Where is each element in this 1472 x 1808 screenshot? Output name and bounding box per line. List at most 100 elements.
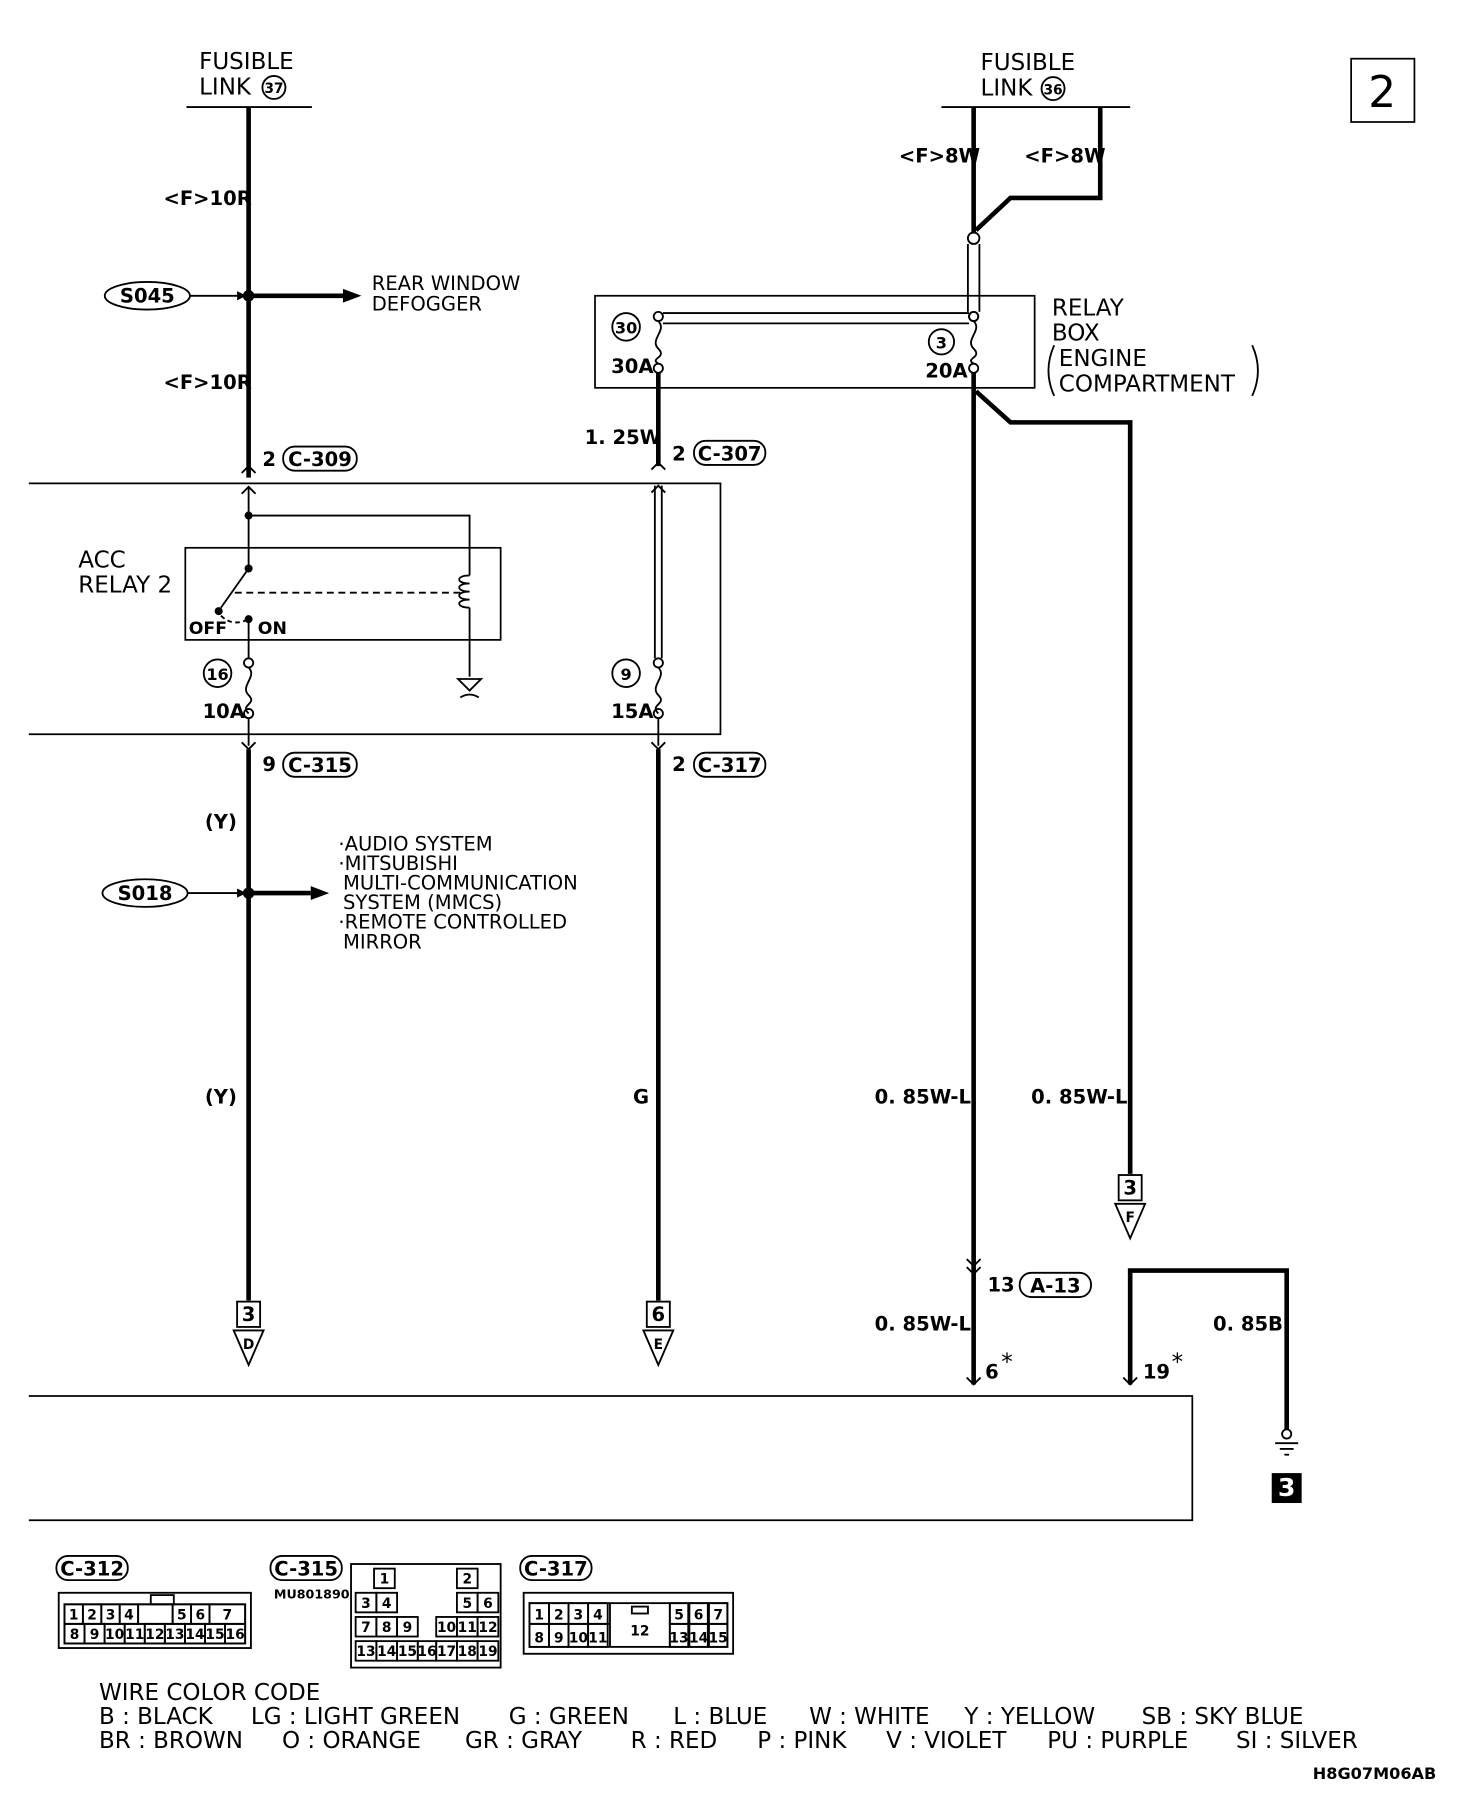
color-code-gr: GR : GRAY bbox=[465, 1728, 583, 1754]
fusible-link-37: FUSIBLE LINK 37 bbox=[186, 49, 312, 108]
c315-pin-row3-5: 12 bbox=[478, 1620, 497, 1636]
splice-s018-target-3: MULTI-COMMUNICATION bbox=[343, 872, 578, 895]
c317-pin-top-5: 6 bbox=[694, 1607, 704, 1623]
fusible-link-36-line1: FUSIBLE bbox=[981, 50, 1076, 76]
c317-pin-bottom-1: 9 bbox=[554, 1630, 564, 1646]
c317-pin-top-0: 1 bbox=[534, 1607, 544, 1623]
connector-c317: 2 C-317 bbox=[650, 741, 767, 778]
c312-pin-top-7: 7 bbox=[223, 1607, 233, 1623]
c312-pin-bottom-8: 16 bbox=[226, 1627, 245, 1643]
wire-label-f10r-1: <F>10R bbox=[163, 187, 251, 210]
wire-label-085wl-2: 0. 85W-L bbox=[1031, 1086, 1127, 1109]
fusible-link-37-line1: FUSIBLE bbox=[199, 49, 294, 75]
splice-s018-target-6: MIRROR bbox=[343, 930, 422, 953]
c315-pin-row4-5: 18 bbox=[458, 1644, 477, 1660]
c317-pin-bottom-4-cell bbox=[668, 1622, 690, 1648]
c317-pin-bottom-5-cell bbox=[688, 1622, 709, 1648]
color-code-v: V : VIOLET bbox=[886, 1728, 1007, 1754]
connector-c315-name: C-315 bbox=[288, 754, 352, 777]
color-code-r: R : RED bbox=[631, 1728, 718, 1754]
c315-pin-row2-3: 6 bbox=[483, 1596, 493, 1612]
c317-pin-top-1: 2 bbox=[554, 1607, 564, 1623]
c317-pin-bottom-6-cell bbox=[708, 1622, 729, 1648]
splice-s018: S018 ·AUDIO SYSTEM ·MITSUBISHI MULTI-COM… bbox=[101, 832, 578, 953]
splice-s018-target-4: SYSTEM (MMCS) bbox=[343, 891, 502, 914]
splice-s045-target-2: DEFOGGER bbox=[372, 293, 483, 316]
c317-pin-bottom-5: 14 bbox=[689, 1630, 708, 1646]
connector-face-c315-part: MU801890 bbox=[274, 1587, 350, 1602]
c317-pin-top-6: 7 bbox=[713, 1607, 723, 1623]
c317-pin-bottom-0: 8 bbox=[534, 1630, 544, 1646]
c312-pin-bottom-6: 14 bbox=[185, 1627, 204, 1643]
offpage-6e-number: 6 bbox=[652, 1303, 666, 1326]
splice-s045: S045 REAR WINDOW DEFOGGER bbox=[103, 272, 520, 316]
c312-pin-bottom-8-cell bbox=[224, 1622, 247, 1645]
ecu-pin-19: 19 bbox=[1143, 1361, 1170, 1384]
connector-a13-name: A-13 bbox=[1030, 1274, 1080, 1297]
wire-color-code: WIRE COLOR CODE B : BLACK LG : LIGHT GRE… bbox=[99, 1680, 1358, 1754]
connector-face-c317-center: 12 bbox=[630, 1623, 649, 1639]
c315-pin-row3-3: 10 bbox=[437, 1620, 456, 1636]
c315-pin-row1-1: 2 bbox=[462, 1572, 472, 1588]
c312-pin-bottom-5: 13 bbox=[165, 1627, 184, 1643]
color-code-si: SI : SILVER bbox=[1236, 1728, 1358, 1754]
c315-pin-row3-0: 7 bbox=[361, 1620, 371, 1636]
c315-pin-row2-3-cell bbox=[476, 1591, 500, 1614]
splice-s018-id: S018 bbox=[118, 882, 173, 905]
color-code-br: BR : BROWN bbox=[99, 1728, 243, 1754]
c312-pin-bottom-3: 11 bbox=[125, 1627, 144, 1643]
color-code-o: O : ORANGE bbox=[282, 1728, 421, 1754]
splice-s018-target-5: ·REMOTE CONTROLLED bbox=[338, 911, 567, 934]
relay-box-fuse-3-amp: 20A bbox=[925, 359, 968, 382]
wire-label-085b: 0. 85B bbox=[1213, 1312, 1283, 1335]
c315-pin-row3-4: 11 bbox=[458, 1620, 477, 1636]
fusible-link-36-line2: LINK bbox=[981, 76, 1034, 102]
c315-pin-row3-2: 9 bbox=[403, 1620, 413, 1636]
acc-relay-2-label-2: RELAY 2 bbox=[78, 573, 172, 599]
c317-pin-top-3: 4 bbox=[593, 1607, 603, 1623]
acc-relay-2: ACC RELAY 2 OFF ON bbox=[78, 546, 502, 699]
connector-c307-name: C-307 bbox=[698, 442, 762, 465]
connector-c315-pin: 9 bbox=[262, 753, 276, 776]
acc-relay-2-off: OFF bbox=[189, 619, 227, 639]
c312-pin-bottom-1: 9 bbox=[90, 1627, 100, 1643]
offpage-connector-3d: 3 D bbox=[232, 1300, 265, 1368]
color-code-b: B : BLACK bbox=[99, 1704, 214, 1730]
c317-pin-bottom-3-cell bbox=[587, 1622, 609, 1648]
jb-fuse-9-number: 9 bbox=[620, 665, 631, 684]
wire-label-085wl-3: 0. 85W-L bbox=[875, 1312, 971, 1335]
connector-c315: 9 C-315 bbox=[241, 741, 358, 778]
c312-pin-bottom-7: 15 bbox=[205, 1627, 224, 1643]
c312-pin-top-0: 1 bbox=[69, 1607, 79, 1623]
connector-a13: 13 A-13 bbox=[966, 1258, 1092, 1298]
offpage-3d-number: 3 bbox=[242, 1303, 256, 1326]
c315-pin-row4-2: 15 bbox=[398, 1644, 417, 1660]
offpage-connector-6e: 6 E bbox=[641, 1300, 675, 1368]
c317-pin-top-2: 3 bbox=[574, 1607, 584, 1623]
color-code-l: L : BLUE bbox=[673, 1704, 767, 1730]
c317-pin-bottom-2: 10 bbox=[569, 1630, 588, 1646]
c315-pin-row1-0-cell bbox=[373, 1567, 396, 1590]
wire-label-y-2: (Y) bbox=[205, 1086, 237, 1109]
connector-c317-name: C-317 bbox=[698, 754, 762, 777]
relay-box-outline bbox=[594, 294, 1036, 389]
color-code-g: G : GREEN bbox=[509, 1704, 629, 1730]
c315-pin-row3-1: 8 bbox=[382, 1620, 392, 1636]
c317-pin-bottom-4: 13 bbox=[669, 1630, 688, 1646]
color-code-w: W : WHITE bbox=[809, 1704, 930, 1730]
color-code-lg: LG : LIGHT GREEN bbox=[251, 1704, 460, 1730]
ecu-box-outline bbox=[28, 1395, 1194, 1522]
c315-pin-row1-1-cell bbox=[455, 1567, 479, 1590]
relay-box-fuse-30-amp: 30A bbox=[611, 355, 654, 378]
c315-pin-row2-1: 4 bbox=[382, 1596, 392, 1612]
wire-label-g: G bbox=[633, 1086, 649, 1109]
offpage-3f-number: 3 bbox=[1123, 1177, 1137, 1200]
color-code-pu: PU : PURPLE bbox=[1047, 1728, 1188, 1754]
wire-label-1-25w: 1. 25W bbox=[585, 426, 662, 449]
connector-face-c312-name: C-312 bbox=[60, 1558, 124, 1581]
relay-box-label-4: COMPARTMENT bbox=[1059, 371, 1236, 397]
fusible-link-36: FUSIBLE LINK 36 bbox=[941, 50, 1131, 108]
relay-box-fuse-30: 30 30A bbox=[611, 310, 664, 378]
